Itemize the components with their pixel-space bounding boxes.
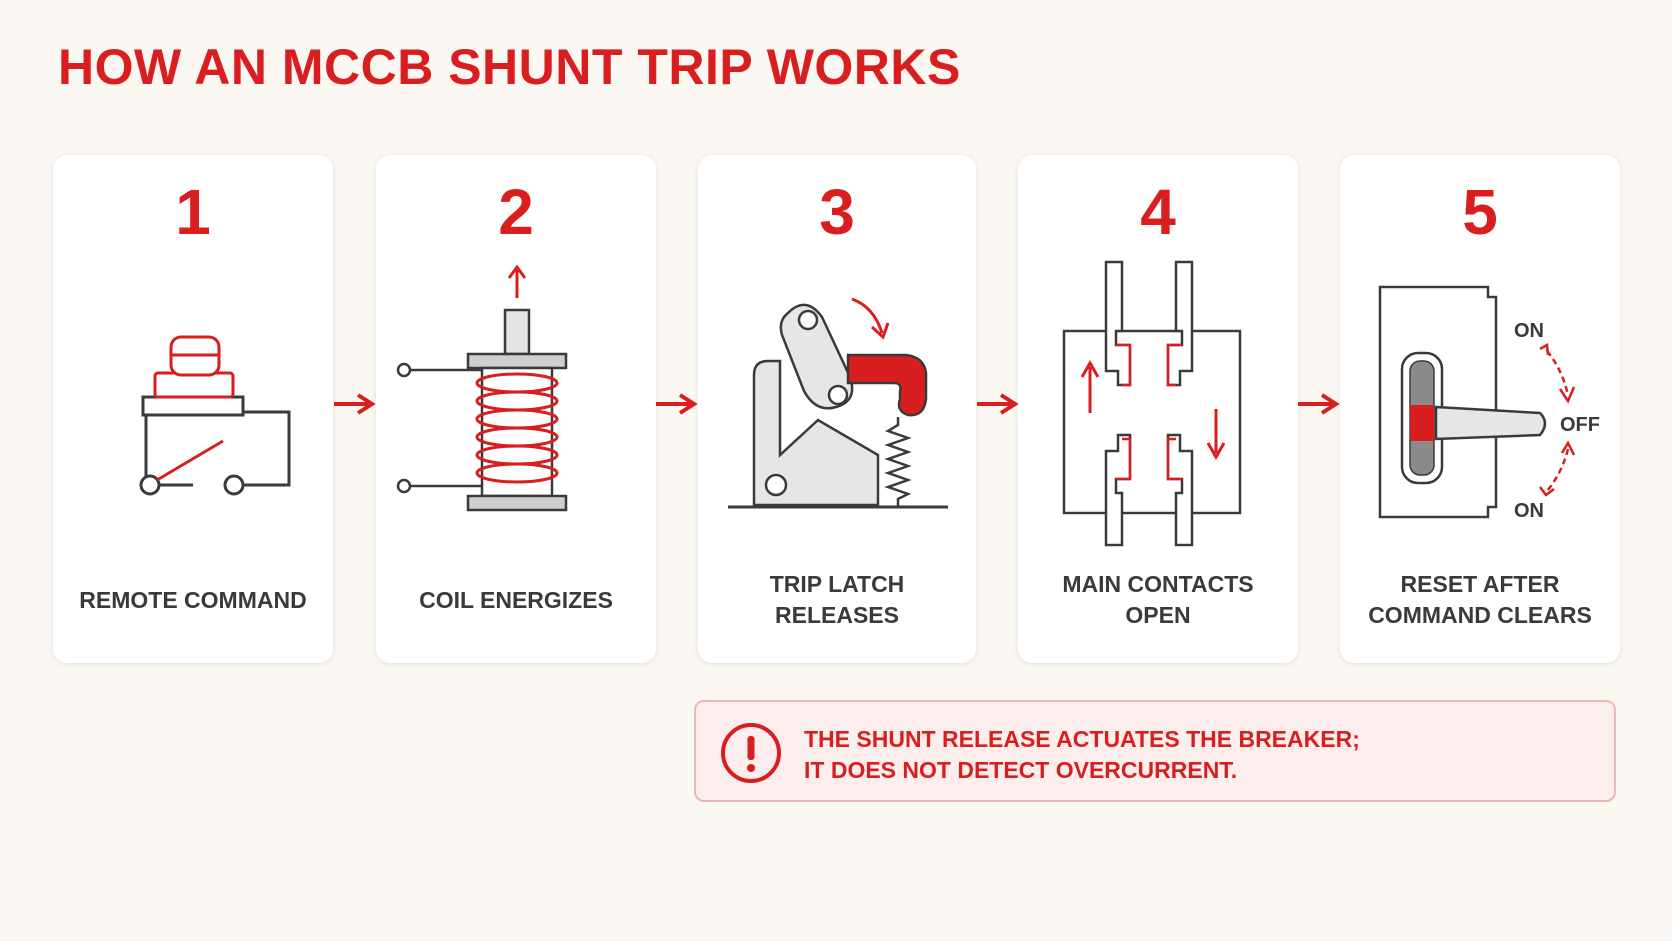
note-line-2: IT DOES NOT DETECT OVERCURRENT. [804, 757, 1238, 783]
note-text: THE SHUNT RELEASE ACTUATES THE BREAKER; … [804, 724, 1360, 786]
handle-label-on-bottom: ON [1514, 500, 1544, 522]
trip-latch-mechanism-icon [728, 297, 948, 509]
step-card-4: 4 MAIN CONTACTS OPEN [1018, 155, 1298, 663]
step-number: 2 [498, 176, 534, 248]
handle-label-off: OFF [1560, 414, 1600, 436]
step-label: REMOTE COMMAND [79, 586, 307, 613]
step-number: 4 [1140, 176, 1176, 248]
note-line-1: THE SHUNT RELEASE ACTUATES THE BREAKER; [804, 726, 1360, 752]
page-title: HOW AN MCCB SHUNT TRIP WORKS [58, 39, 961, 95]
arrow-right-icon [1298, 393, 1340, 415]
warning-note: THE SHUNT RELEASE ACTUATES THE BREAKER; … [694, 700, 1616, 802]
arrow-right-icon [656, 393, 698, 415]
solenoid-coil-icon [396, 264, 568, 512]
step-card-1: 1 REMOTE COMMAND [53, 155, 333, 663]
step-card-5: 5 ON OFF ON RESET AFTER COMMAND CLEARS [1340, 155, 1620, 663]
step-label: TRIP LATCH RELEASES [769, 571, 905, 628]
handle-label-on-top: ON [1514, 320, 1544, 342]
breaker-handle-reset-icon: ON OFF ON [1378, 285, 1600, 522]
step-card-2: 2 COIL ENERGIZES [376, 155, 656, 663]
step-number: 1 [175, 176, 211, 248]
step-label: MAIN CONTACTS OPEN [1062, 571, 1254, 628]
step-card-3: 3 TRIP LATCH RELEASES [698, 155, 976, 663]
exclamation-circle-icon [721, 723, 781, 783]
arrow-right-icon [334, 393, 376, 415]
step-number: 5 [1462, 176, 1498, 248]
arrow-right-icon [977, 393, 1019, 415]
step-number: 3 [819, 176, 855, 248]
main-contacts-open-icon [1062, 260, 1242, 547]
step-label: RESET AFTER COMMAND CLEARS [1368, 571, 1592, 628]
step-label: COIL ENERGIZES [419, 586, 613, 613]
push-button-switch-icon [139, 335, 291, 496]
